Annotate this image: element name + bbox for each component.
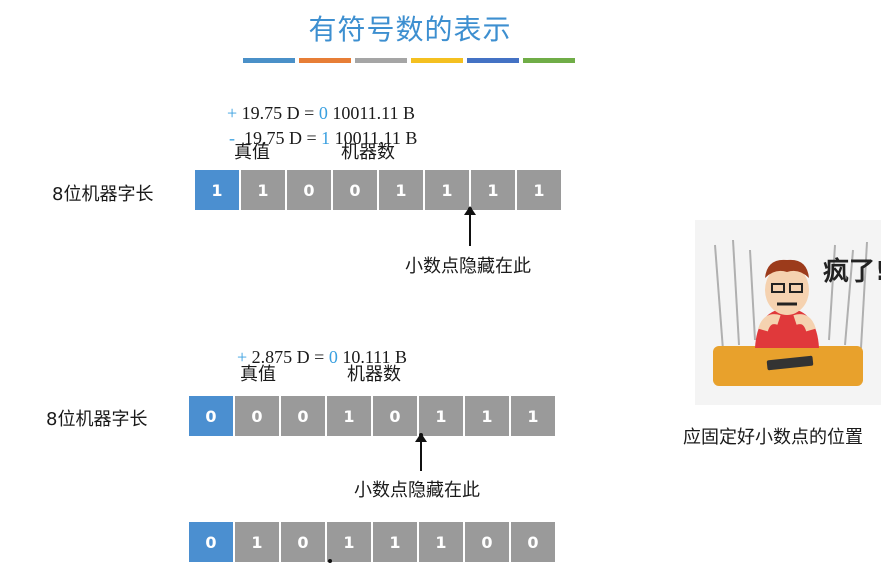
color-bar-3 [355, 58, 407, 63]
bit-cell: 1 [419, 396, 463, 436]
eq-right: 10011.11 B [327, 103, 415, 123]
label-true-value-1: 真值 [234, 142, 270, 163]
label-machine-number-1: 机器数 [341, 142, 395, 163]
label-hidden-point-1: 小数点隐藏在此 [405, 256, 531, 277]
eq-sign-bit: 1 [321, 128, 331, 148]
bit-cell: 1 [425, 170, 469, 210]
label-word-length-1: 8位机器字长 [52, 184, 154, 205]
decimal-point-dot-3 [328, 559, 332, 563]
label-machine-number-2: 机器数 [347, 364, 401, 385]
bit-cell: 0 [287, 170, 331, 210]
eq-sign: + [237, 347, 248, 367]
eq-sign: + [227, 103, 238, 123]
bit-cell: 1 [327, 522, 371, 562]
color-bar-1 [243, 58, 295, 63]
frustrated-cartoon-image: 疯了! [695, 220, 887, 405]
color-bar-2 [299, 58, 351, 63]
eq-sign: - [229, 128, 235, 148]
label-hidden-point-2: 小数点隐藏在此 [354, 480, 480, 501]
bit-cell: 1 [379, 170, 423, 210]
cartoon-caption: 疯了! [823, 256, 881, 287]
color-bar-4 [411, 58, 463, 63]
bit-cell: 1 [327, 396, 371, 436]
eq-left: 2.875 D = [247, 347, 329, 367]
bit-row-3: 0 1 0 1 1 1 0 0 [189, 522, 557, 562]
eq-left: 19.75 D = [235, 128, 322, 148]
frustrated-person-icon: 疯了! [695, 220, 887, 405]
eq-right: 10.111 B [337, 347, 407, 367]
bit-cell: 1 [235, 522, 279, 562]
eq-sign-bit: 0 [318, 103, 328, 123]
bit-cell: 0 [281, 522, 325, 562]
bit-cell-sign: 0 [189, 522, 233, 562]
bit-cell: 0 [235, 396, 279, 436]
color-bar-5 [467, 58, 519, 63]
label-word-length-2: 8位机器字长 [46, 409, 148, 430]
bit-cell: 1 [511, 396, 555, 436]
page-title: 有符号数的表示 [308, 13, 512, 46]
bit-cell: 0 [281, 396, 325, 436]
bit-cell: 1 [471, 170, 515, 210]
eq-sign-bit: 0 [328, 347, 338, 367]
bit-cell: 0 [373, 396, 417, 436]
bit-cell-sign: 1 [195, 170, 239, 210]
arrow-up-icon [415, 433, 427, 471]
bit-cell: 0 [465, 522, 509, 562]
arrow-up-icon [464, 206, 476, 246]
bit-cell: 1 [465, 396, 509, 436]
bit-row-1: 1 1 0 0 1 1 1 1 [195, 170, 563, 210]
bit-cell: 1 [419, 522, 463, 562]
bit-cell: 0 [333, 170, 377, 210]
eq-left: 19.75 D = [237, 103, 319, 123]
bit-cell: 1 [517, 170, 561, 210]
equation-positive-2-875: + 2.875 D = 0 10.111 B [228, 326, 407, 368]
bit-row-2: 0 0 0 1 0 1 1 1 [189, 396, 557, 436]
fix-point-note: 应固定好小数点的位置 [683, 427, 863, 448]
bit-cell: 0 [511, 522, 555, 562]
bit-cell: 1 [241, 170, 285, 210]
eq-right: 10011.11 B [330, 128, 418, 148]
color-bar-6 [523, 58, 575, 63]
label-true-value-2: 真值 [240, 364, 276, 385]
bit-cell: 1 [373, 522, 417, 562]
equation-positive-19-75: + 19.75 D = 0 10011.11 B [218, 82, 415, 124]
bit-cell-sign: 0 [189, 396, 233, 436]
equation-negative-19-75: - 19.75 D = 1 10011.11 B [220, 107, 417, 149]
